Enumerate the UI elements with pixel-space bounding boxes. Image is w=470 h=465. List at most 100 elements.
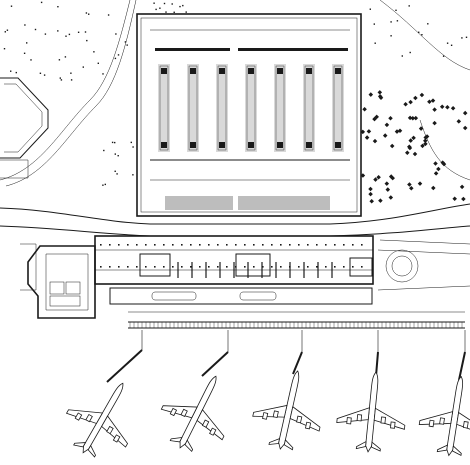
- tree-mark: [93, 51, 95, 53]
- tree-mark: [446, 42, 449, 44]
- tree-mark: [385, 187, 391, 192]
- tree-mark: [115, 33, 117, 35]
- engine-left-outer: [74, 412, 83, 421]
- parking-bay: [159, 65, 169, 151]
- parking-bay: [304, 65, 314, 151]
- column: [325, 244, 327, 246]
- west-wing-room-a: [49, 281, 65, 295]
- wings: [252, 404, 321, 432]
- column: [307, 266, 309, 268]
- column: [361, 266, 363, 268]
- tree-mark: [384, 122, 390, 128]
- tree-mark: [395, 9, 397, 11]
- tree-mark: [407, 182, 412, 187]
- tree-mark: [389, 143, 395, 149]
- engine-right-outer: [390, 421, 396, 429]
- tree-mark: [369, 8, 371, 10]
- column: [325, 266, 327, 268]
- tree-mark: [57, 6, 59, 8]
- aircraft: [160, 330, 229, 453]
- tree-mark: [4, 31, 6, 33]
- column: [127, 244, 129, 246]
- column: [181, 244, 183, 246]
- tailplane: [169, 436, 194, 453]
- tree-dots: [3, 1, 468, 204]
- road-north-edge: [0, 203, 470, 225]
- tree-mark: [57, 30, 59, 32]
- tree-mark: [70, 79, 73, 81]
- column: [172, 266, 174, 268]
- tree-mark: [459, 184, 465, 190]
- tree-mark: [390, 21, 392, 23]
- tree-mark: [461, 196, 466, 202]
- tree-mark: [26, 42, 28, 44]
- parking-tree: [335, 68, 341, 74]
- tree-mark: [10, 5, 13, 7]
- landscape: [0, 0, 470, 204]
- tree-mark: [165, 11, 167, 13]
- tree-mark: [126, 44, 128, 46]
- tree-mark: [163, 2, 166, 5]
- column: [352, 244, 354, 246]
- column: [208, 266, 210, 268]
- tree-mark: [3, 48, 6, 50]
- column: [145, 244, 147, 246]
- parking-bay: [246, 65, 256, 151]
- parking-island: [187, 64, 199, 152]
- tree-mark: [82, 66, 84, 68]
- column: [298, 244, 300, 246]
- tree-mark: [24, 24, 26, 26]
- airplane: [252, 370, 321, 451]
- tree-mark: [30, 59, 32, 61]
- tree-mark: [102, 73, 104, 75]
- tree-mark: [374, 42, 376, 44]
- airplane: [418, 375, 470, 457]
- wings: [336, 407, 406, 430]
- column: [352, 266, 354, 268]
- column: [181, 266, 183, 268]
- curved-path-right: [419, 119, 470, 181]
- tree-mark: [60, 79, 63, 81]
- tree-mark: [366, 129, 372, 134]
- curved-road-left-edge: [5, 0, 137, 187]
- parking-tree: [277, 142, 283, 148]
- jet-bridge: [106, 349, 143, 383]
- tree-mark: [373, 23, 375, 25]
- parking-bay: [333, 65, 343, 151]
- fuselage: [82, 382, 124, 454]
- column: [253, 266, 255, 268]
- tailplane: [436, 444, 462, 457]
- column: [109, 266, 111, 268]
- tailplane: [73, 442, 96, 458]
- pier-planter-west: [151, 291, 197, 301]
- tree-mark: [409, 51, 411, 54]
- tree-mark: [65, 35, 67, 37]
- column: [343, 244, 345, 246]
- column: [217, 266, 219, 268]
- column: [244, 244, 246, 246]
- tree-mark: [103, 149, 105, 152]
- tree-mark: [23, 52, 26, 54]
- tree-mark: [390, 35, 392, 37]
- column: [190, 244, 192, 246]
- tree-mark: [114, 141, 116, 144]
- tree-mark: [185, 11, 187, 13]
- engine-left: [85, 413, 93, 423]
- jet-bridge: [375, 351, 379, 377]
- tree-mark: [418, 31, 420, 33]
- tree-mark: [102, 184, 104, 186]
- tree-mark: [85, 12, 88, 14]
- column: [217, 244, 219, 246]
- road-spur: [379, 239, 470, 245]
- tree-mark: [40, 1, 43, 4]
- west-wing-inner: [45, 253, 89, 311]
- parking-bay: [275, 65, 285, 151]
- tree-mark: [462, 125, 468, 131]
- column: [334, 244, 336, 246]
- tree-mark: [452, 196, 457, 202]
- tree-mark: [64, 56, 67, 58]
- tree-mark: [97, 62, 99, 64]
- fuselage: [179, 375, 217, 449]
- column: [298, 266, 300, 268]
